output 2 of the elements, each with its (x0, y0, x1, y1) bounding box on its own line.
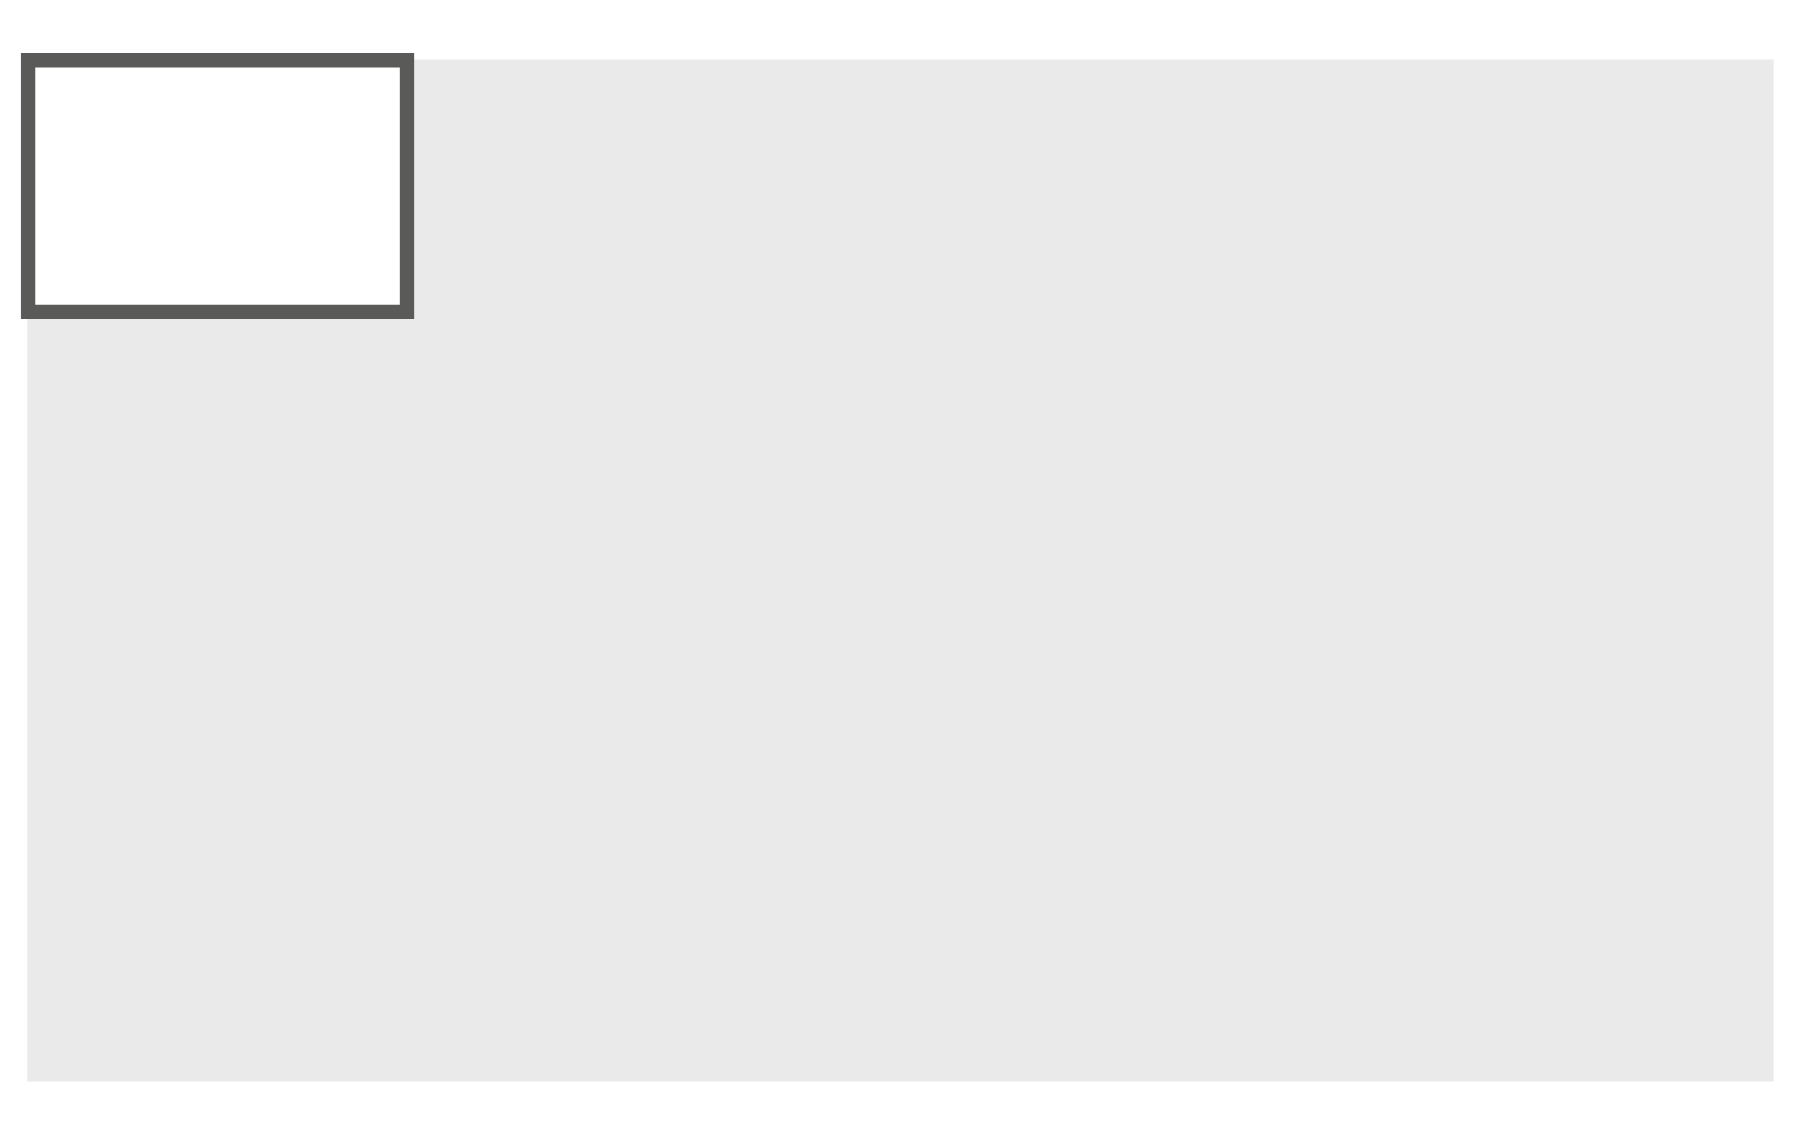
cluster (26, 59, 1774, 1082)
node-box (20, 53, 414, 319)
